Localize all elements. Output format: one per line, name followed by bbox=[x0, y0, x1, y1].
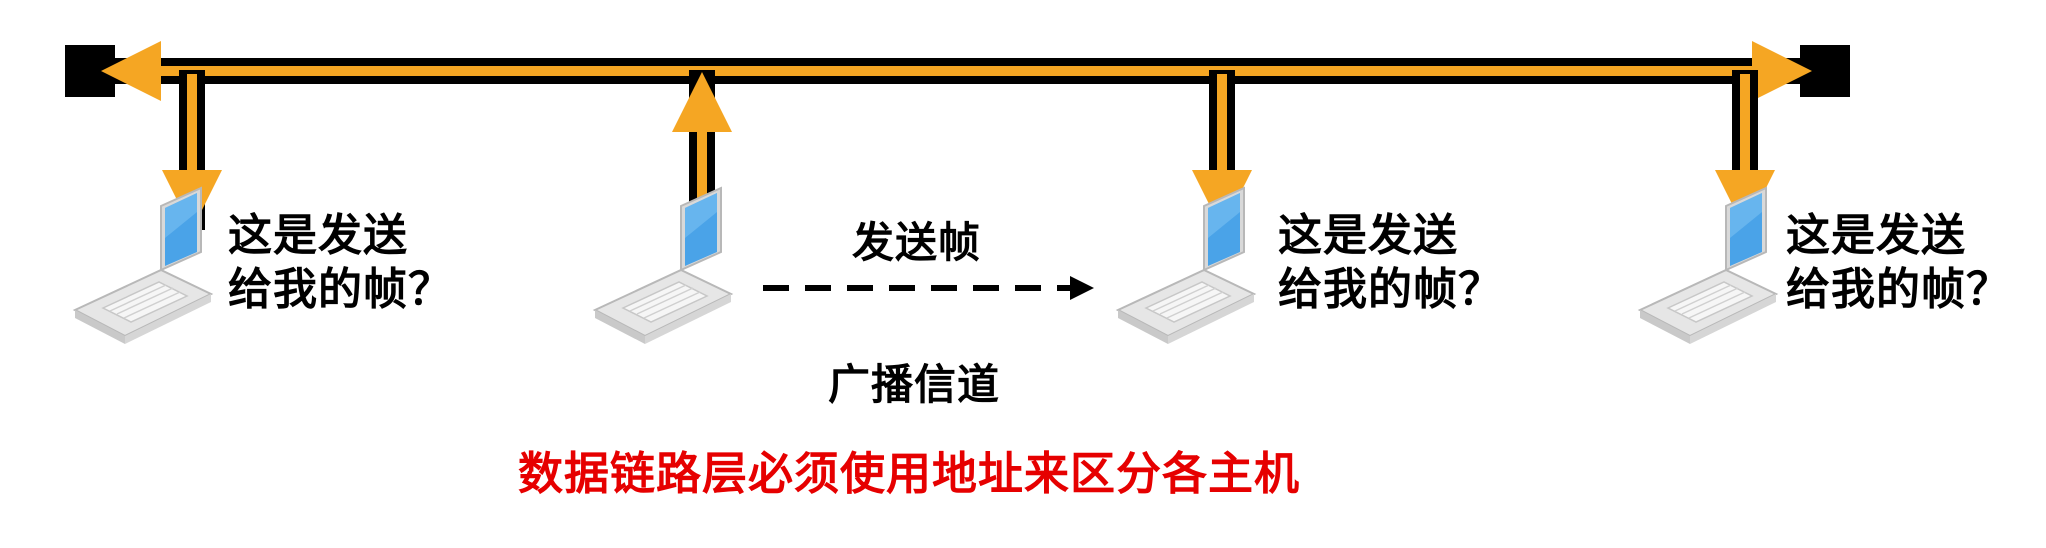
host-1-question: 这是发送 给我的帧？ bbox=[228, 209, 453, 317]
channel-label: 广播信道 bbox=[828, 360, 1001, 409]
send-frame-label: 发送帧 bbox=[852, 218, 982, 267]
host-4-question-line2: 给我的帧？ bbox=[1786, 264, 2011, 315]
host-3-question: 这是发送 给我的帧？ bbox=[1278, 209, 1503, 317]
conclusion-text: 数据链路层必须使用地址来区分各主机 bbox=[518, 447, 1301, 500]
bus-end-left bbox=[65, 45, 115, 97]
host-3-question-line2: 给我的帧？ bbox=[1278, 264, 1503, 315]
bus-end-right bbox=[1800, 45, 1850, 97]
host-1-question-line2: 给我的帧？ bbox=[228, 264, 453, 315]
laptop-icon bbox=[74, 187, 212, 345]
laptop-icon bbox=[594, 187, 732, 345]
laptop-icon bbox=[1639, 187, 1777, 345]
laptop-icon bbox=[1117, 187, 1255, 345]
host-3-question-line1: 这是发送 bbox=[1278, 210, 1458, 261]
host-1-question-line1: 这是发送 bbox=[228, 210, 408, 261]
send-arrowhead bbox=[1070, 276, 1094, 300]
host-4-question-line1: 这是发送 bbox=[1786, 210, 1966, 261]
host-4-question: 这是发送 给我的帧？ bbox=[1786, 209, 2011, 317]
